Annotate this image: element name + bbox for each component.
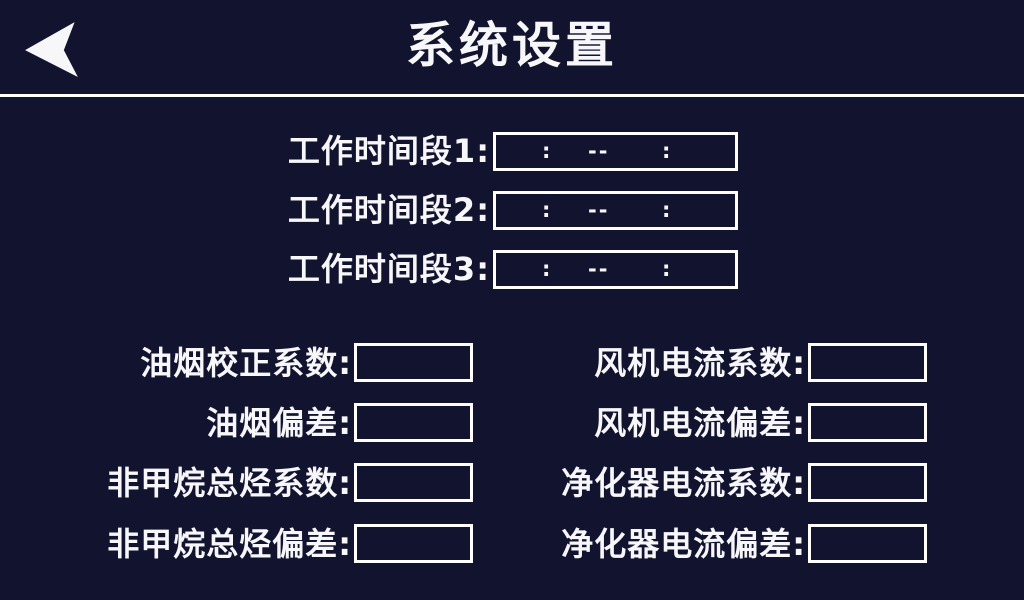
param-row-1: 油烟校正系数: 风机电流系数:	[0, 343, 1024, 383]
nmhc-coef-input[interactable]	[354, 463, 473, 502]
time-period-3-label: 工作时间段3:	[287, 250, 490, 288]
time-colon: :	[542, 139, 551, 163]
time-range-dash-icon: --	[588, 139, 610, 163]
page-title: 系统设置	[405, 17, 618, 74]
purifier-current-coef-input[interactable]	[808, 463, 927, 502]
time-colon: :	[542, 198, 551, 222]
fan-current-offset-label: 风机电流偏差:	[594, 404, 806, 442]
time-colon: :	[662, 257, 671, 281]
nmhc-coef-label: 非甲烷总烃系数:	[107, 464, 352, 502]
back-button[interactable]	[20, 14, 84, 80]
smoke-offset-input[interactable]	[354, 403, 473, 442]
purifier-current-offset-label: 净化器电流偏差:	[561, 525, 806, 563]
param-row-2: 油烟偏差: 风机电流偏差:	[0, 403, 1024, 443]
fan-current-offset-input[interactable]	[808, 403, 927, 442]
back-arrow-icon	[25, 22, 78, 77]
param-row-4: 非甲烷总烃偏差: 净化器电流偏差:	[0, 524, 1024, 564]
time-period-row-3: 工作时间段3: : -- :	[0, 249, 1024, 289]
fan-current-coef-label: 风机电流系数:	[594, 344, 806, 382]
time-colon: :	[662, 198, 671, 222]
purifier-current-coef-label: 净化器电流系数:	[561, 464, 806, 502]
time-period-1-label: 工作时间段1:	[287, 132, 490, 170]
time-period-2-label: 工作时间段2:	[287, 191, 490, 229]
time-colon: :	[662, 139, 671, 163]
time-range-dash-icon: --	[588, 198, 610, 222]
header-divider	[0, 94, 1024, 97]
nmhc-offset-input[interactable]	[354, 524, 473, 563]
time-period-row-1: 工作时间段1: : -- :	[0, 131, 1024, 171]
time-period-1-input[interactable]: : -- :	[493, 132, 738, 171]
smoke-offset-label: 油烟偏差:	[206, 404, 352, 442]
header: 系统设置	[0, 0, 1024, 94]
param-row-3: 非甲烷总烃系数: 净化器电流系数:	[0, 463, 1024, 503]
time-colon: :	[542, 257, 551, 281]
smoke-correction-coef-input[interactable]	[354, 343, 473, 382]
purifier-current-offset-input[interactable]	[808, 524, 927, 563]
smoke-correction-coef-label: 油烟校正系数:	[140, 344, 352, 382]
time-period-3-input[interactable]: : -- :	[493, 250, 738, 289]
time-period-row-2: 工作时间段2: : -- :	[0, 190, 1024, 230]
fan-current-coef-input[interactable]	[808, 343, 927, 382]
nmhc-offset-label: 非甲烷总烃偏差:	[107, 525, 352, 563]
time-period-2-input[interactable]: : -- :	[493, 191, 738, 230]
time-range-dash-icon: --	[588, 257, 610, 281]
